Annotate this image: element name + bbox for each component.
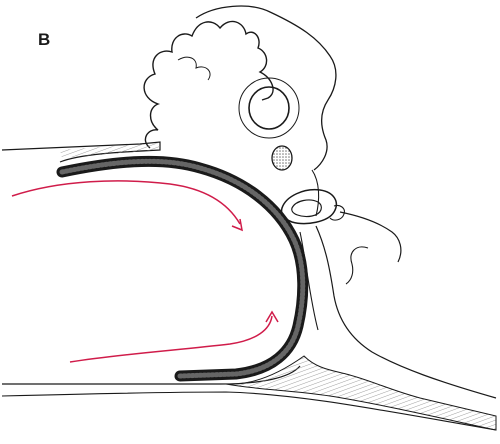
throat-outline-lower (316, 226, 496, 398)
stippled-oval (272, 146, 292, 170)
upper-red-arrow (12, 181, 240, 224)
curved-tube (62, 161, 303, 376)
panel-label: B (38, 30, 50, 50)
vertebra-ring (281, 190, 336, 224)
rounded-cavity (249, 87, 289, 129)
curved-tube-texture (62, 161, 303, 376)
throat-outline-back (312, 170, 319, 216)
throat-outline-inner (346, 247, 368, 284)
upper-red-arrowhead (232, 219, 242, 230)
throat-outline-right (340, 212, 401, 262)
brain-outline-inner (178, 57, 210, 80)
lower-red-arrow (70, 316, 272, 362)
brain-outline (144, 21, 273, 148)
